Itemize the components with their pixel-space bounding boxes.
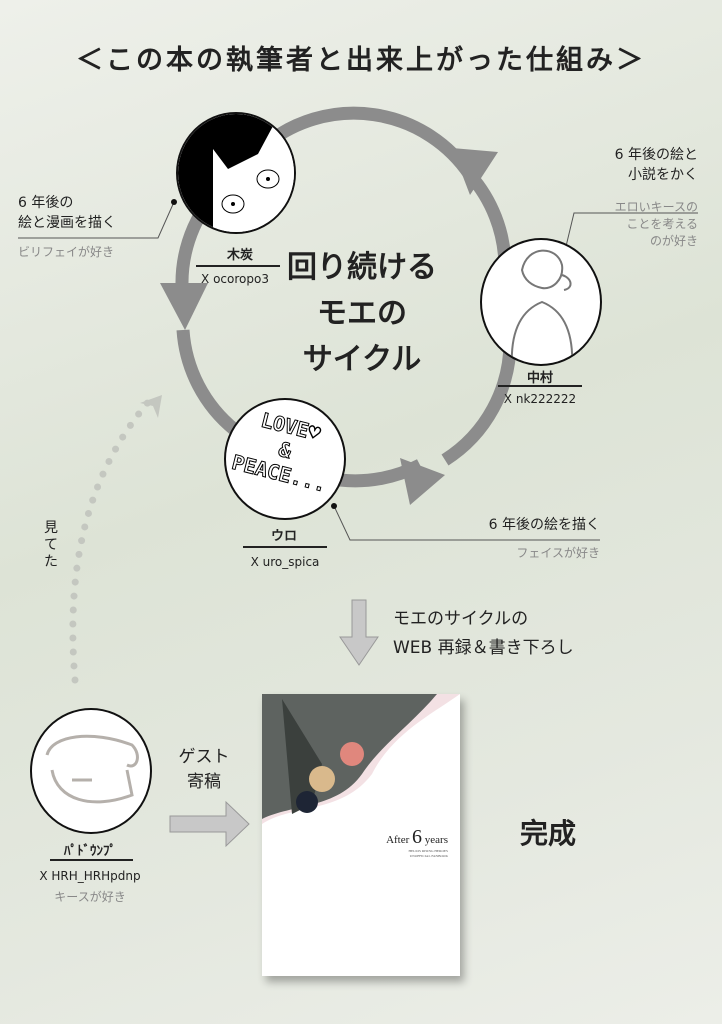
member-name-nakamura: 中村 [526,371,553,386]
member-likes-nakamura: エロいキースのことを考えるのが好き [614,200,698,248]
name-underline [243,546,327,548]
down-arrow-icon [339,599,379,666]
member-likes-uro: フェイスが好き [516,546,600,560]
cycle-title: 回り続ける モエの サイクル [287,250,437,377]
leader-dot-kitan [171,199,177,205]
member-handle-nakamura[interactable]: X nk222222 [503,392,577,406]
member-handle-kitan[interactable]: X ocoropo3 [201,272,269,286]
watched-dotted-arrow [69,396,154,684]
book-cover-illustration [262,694,460,824]
ring-arc-right-upper [465,170,512,266]
member-likes-padounpu: キースが好き [54,890,126,904]
cycle-arrow-head-bottom [400,458,445,505]
name-underline [498,385,582,387]
avatar-nakamura [480,238,602,366]
member-role-kitan: 6 年後の絵と漫画を描く [18,195,116,231]
ring-arc-top [260,106,476,179]
leader-line-kitan [18,201,175,239]
guest-label: ゲスト寄稿 [178,747,230,792]
member-handle-uro[interactable]: X uro_spica [250,555,320,569]
watched-label: 見てた [44,520,58,570]
leader-dot-uro [331,503,337,509]
page-title: ＜この本の執筆者と出来上がった仕組み＞ [76,45,646,76]
avatar-kitan [176,112,296,234]
leader-line-uro [333,505,600,541]
name-underline [50,859,133,861]
avatar-padounpu [30,708,152,834]
member-likes-kitan: ビリフェイが好き [18,245,115,259]
member-handle-padounpu[interactable]: X HRH_HRHpdnp [39,869,141,883]
name-underline [196,265,280,267]
avatar-uro: LOVE♡ & PEACE... [224,398,346,520]
ring-arc-left-lower [176,329,240,436]
member-role-nakamura: 6 年後の絵と小説をかく [614,147,698,183]
member-name-padounpu: ﾊﾟﾄﾞｳﾝﾌﾟ [64,844,116,859]
member-name-kitan: 木炭 [226,248,253,263]
right-arrow-icon [169,800,250,848]
cycle-arrow-head-left [160,283,208,330]
member-name-uro: ウロ [270,529,297,544]
ring-arc-right [441,339,517,466]
member-role-uro: 6 年後の絵を描く [488,517,600,533]
watched-arrow-head [140,395,162,418]
cycle-arrow-head-top [452,148,498,195]
complete-label: 完成 [520,817,577,850]
